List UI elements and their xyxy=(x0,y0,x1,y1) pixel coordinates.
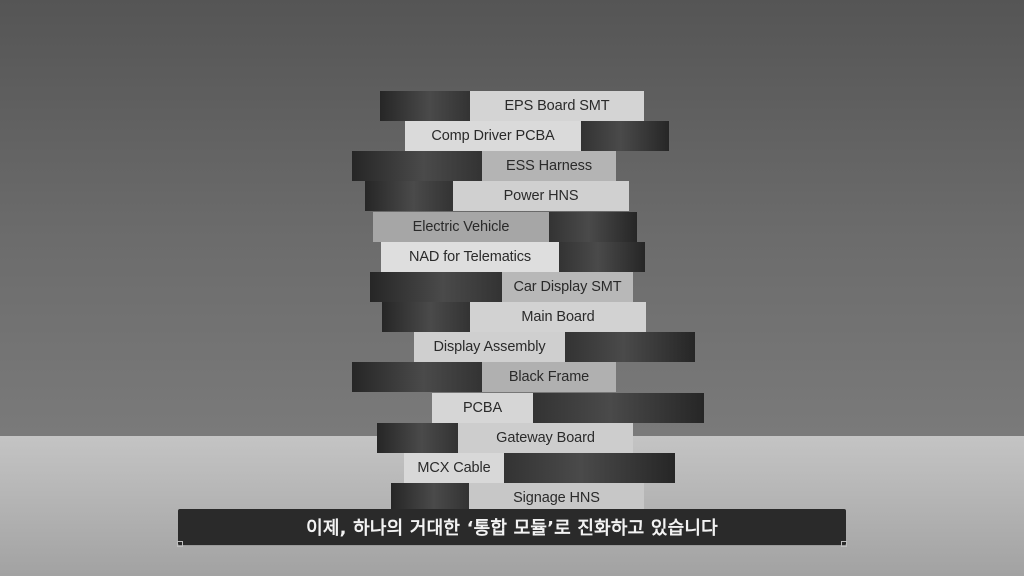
stack-block-shadow xyxy=(380,91,470,121)
stack-block-label: EPS Board SMT xyxy=(470,91,644,121)
subtitle-resize-handle-right[interactable] xyxy=(841,541,847,547)
stack-block-label: Power HNS xyxy=(453,181,629,211)
stack-block-shadow xyxy=(391,483,469,513)
stack-block: Signage HNS xyxy=(391,483,644,513)
stack-block: Main Board xyxy=(382,302,646,332)
stack-block: Display Assembly xyxy=(414,332,695,362)
stack-block-label: PCBA xyxy=(432,393,533,423)
stack-block-shadow xyxy=(565,332,695,362)
stack-block-label: ESS Harness xyxy=(482,151,616,181)
stack-block-shadow xyxy=(559,242,645,272)
stack-block-shadow xyxy=(549,212,637,242)
stack-block: Comp Driver PCBA xyxy=(405,121,669,151)
stack-block: NAD for Telematics xyxy=(381,242,645,272)
stack-block: Power HNS xyxy=(365,181,629,211)
stack-block-shadow xyxy=(352,362,482,392)
stack-block: ESS Harness xyxy=(352,151,616,181)
stack-block-label: Display Assembly xyxy=(414,332,565,362)
stack-block: Gateway Board xyxy=(377,423,633,453)
stack-block: Black Frame xyxy=(352,362,616,392)
stack-block-label: Electric Vehicle xyxy=(373,212,549,242)
stack-block: MCX Cable xyxy=(404,453,675,483)
stack-block-shadow xyxy=(370,272,502,302)
subtitle-bar: 이제, 하나의 거대한 ‘통합 모듈’로 진화하고 있습니다 xyxy=(178,509,846,546)
stack-block-shadow xyxy=(377,423,458,453)
stack-block-label: Signage HNS xyxy=(469,483,644,513)
stack-block-label: Gateway Board xyxy=(458,423,633,453)
stack-block: Car Display SMT xyxy=(370,272,633,302)
stack-block-shadow xyxy=(581,121,669,151)
stack-block-shadow xyxy=(504,453,675,483)
stack-block-label: NAD for Telematics xyxy=(381,242,559,272)
stack-block: PCBA xyxy=(432,393,704,423)
stack-block: EPS Board SMT xyxy=(380,91,644,121)
stack-block-shadow xyxy=(382,302,470,332)
subtitle-resize-handle-left[interactable] xyxy=(177,541,183,547)
stack-block-label: MCX Cable xyxy=(404,453,504,483)
subtitle-text: 이제, 하나의 거대한 ‘통합 모듈’로 진화하고 있습니다 xyxy=(306,518,718,539)
stack-block-shadow xyxy=(352,151,482,181)
stack-block-shadow xyxy=(365,181,453,211)
stack-block-label: Car Display SMT xyxy=(502,272,633,302)
stack-block-label: Comp Driver PCBA xyxy=(405,121,581,151)
stack-block-shadow xyxy=(533,393,704,423)
stack-block-label: Black Frame xyxy=(482,362,616,392)
stack-block-label: Main Board xyxy=(470,302,646,332)
stack-block: Electric Vehicle xyxy=(373,212,637,242)
